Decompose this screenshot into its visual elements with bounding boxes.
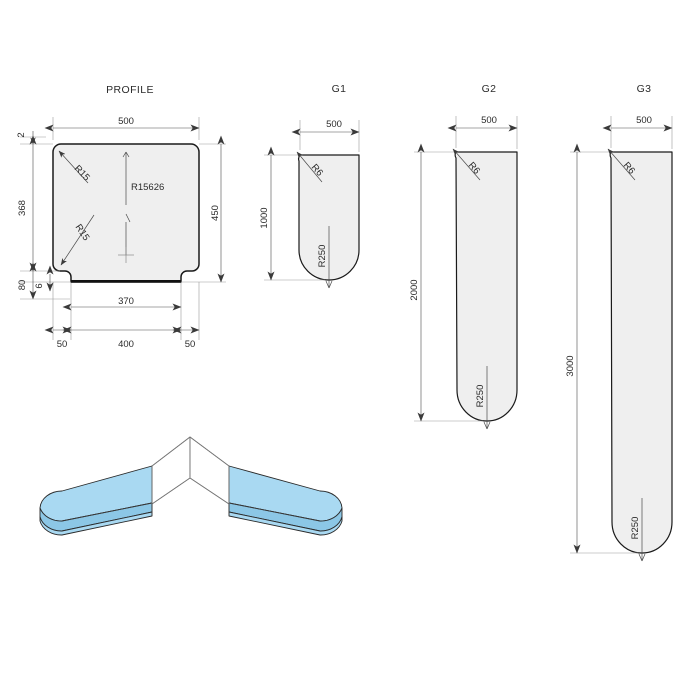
profile-r15626-arrow [122, 151, 130, 158]
iso-left-arm-rim [39, 511, 153, 536]
profile-dim-450: 450 [210, 205, 221, 221]
g2-outline [454, 151, 518, 422]
iso-corner-left-top [151, 436, 191, 505]
g3-label-r250: R250 [630, 517, 641, 540]
profile-r15-top-leader [58, 150, 89, 184]
g3-r250-arrow [638, 553, 646, 562]
g3-r6-leader [607, 148, 636, 181]
g1-label-r250: R250 [317, 245, 328, 268]
g2-dim-2000: 2000 [409, 279, 420, 300]
g1-dim-500: 500 [326, 119, 342, 130]
g1-title: G1 [332, 83, 347, 95]
profile-dim-400: 400 [118, 339, 134, 350]
g2-r250-arrow [483, 421, 491, 430]
g3-outline [609, 151, 673, 554]
iso-corner-right-top [189, 436, 230, 505]
profile-title: PROFILE [106, 84, 154, 96]
iso-left-arm-top-front-edge [61, 502, 153, 522]
g2-title: G2 [482, 83, 497, 95]
g2-dim-500: 500 [481, 115, 497, 126]
profile-dim-368: 368 [17, 200, 28, 216]
view-profile: PROFILE 500 450 2 368 80 [16, 84, 226, 350]
iso-right-arm-rim [228, 511, 343, 536]
profile-r15-bottom-leader [60, 214, 95, 266]
g1-outline [298, 154, 360, 281]
profile-dim-370: 370 [118, 296, 134, 307]
profile-dim-50-right: 50 [185, 339, 196, 350]
profile-outline [52, 143, 200, 283]
profile-dim-80: 80 [17, 280, 28, 291]
g3-title: G3 [637, 83, 652, 95]
view-g2: G2 500 2000 R6 R250 [409, 83, 518, 430]
iso-corner-back-edge [151, 436, 230, 467]
profile-dim-2: 2 [16, 132, 27, 137]
view-g1: G1 500 1000 R6 R250 [259, 83, 360, 289]
g1-dim-1000: 1000 [259, 207, 270, 228]
isometric-assembly [39, 436, 343, 536]
iso-right-arm-top-front-edge [228, 502, 321, 522]
g1-r250-arrow [325, 280, 333, 289]
profile-dim-6: 6 [34, 283, 45, 288]
g3-dim-3000: 3000 [565, 355, 576, 376]
g2-label-r250: R250 [475, 385, 486, 408]
g1-r6-leader [296, 151, 323, 183]
iso-corner-front-line [151, 477, 230, 505]
view-g3: G3 500 3000 R6 R250 [565, 83, 673, 562]
profile-dim-500: 500 [118, 116, 134, 127]
g3-dim-500: 500 [636, 115, 652, 126]
profile-label-r15626: R15626 [131, 182, 164, 193]
g2-r6-leader [452, 148, 481, 181]
profile-dim-50-left: 50 [57, 339, 68, 350]
